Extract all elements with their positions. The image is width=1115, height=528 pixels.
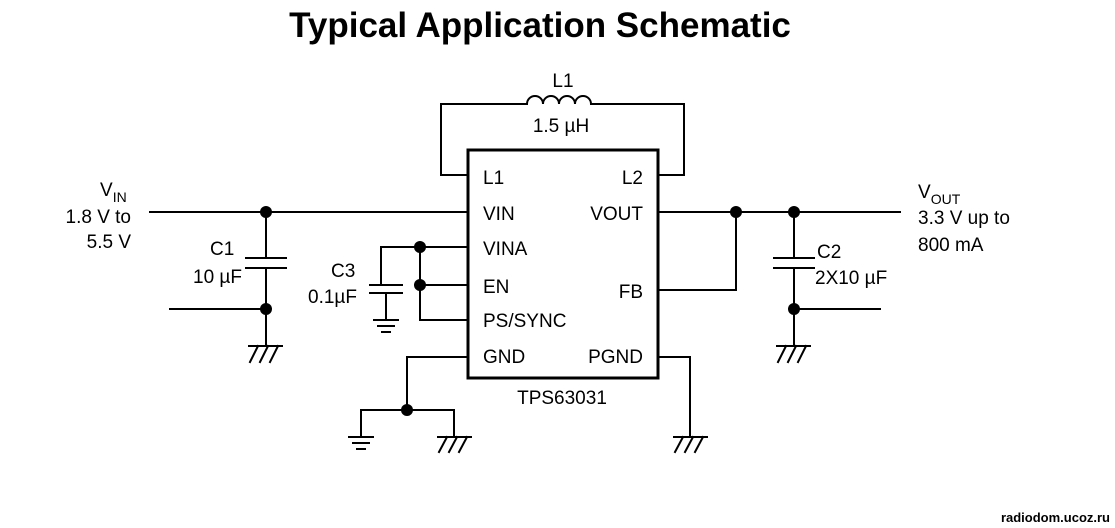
pin-label-gnd: GND <box>483 347 525 368</box>
gnd-junction <box>401 404 413 416</box>
pin-label-pgnd: PGND <box>588 347 643 368</box>
c2-value: 2X10 µF <box>815 268 887 289</box>
vout-symbol: V <box>918 182 931 203</box>
vin-subscript: IN <box>113 189 127 205</box>
inductor-ref: L1 <box>552 71 573 92</box>
watermark-background <box>990 506 1114 527</box>
c1-wire <box>169 211 287 346</box>
diagram-title: Typical Application Schematic <box>289 6 791 45</box>
signal-ground-icon <box>348 436 374 450</box>
vin-range-line2: 5.5 V <box>87 232 132 253</box>
chassis-ground-icon <box>248 344 283 364</box>
c2-ref: C2 <box>817 242 841 263</box>
c2-junction <box>788 303 800 315</box>
chassis-ground-icon <box>776 344 811 364</box>
pin-label-vin: VIN <box>483 204 515 225</box>
vin-label: VIN <box>100 180 127 205</box>
pin-label-l2: L2 <box>622 168 643 189</box>
c3-ref: C3 <box>331 261 355 282</box>
signal-ground-icon <box>373 319 399 333</box>
ic-body <box>466 148 660 380</box>
pgnd-wire <box>657 356 691 437</box>
c1-ref: C1 <box>210 239 234 260</box>
pin-label-vina: VINA <box>483 239 528 260</box>
vout-label: VOUT <box>918 182 961 207</box>
vina-wire <box>369 246 469 321</box>
inductor-wire <box>440 103 685 176</box>
inductor-coil <box>525 95 593 106</box>
pin-label-ps-sync: PS/SYNC <box>483 311 566 332</box>
pin-label-vout: VOUT <box>590 204 643 225</box>
en-junction <box>414 279 426 291</box>
c3-value: 0.1µF <box>308 287 357 308</box>
chassis-ground-icon <box>673 435 708 454</box>
pin-label-l1: L1 <box>483 168 504 189</box>
vin-symbol: V <box>100 180 113 201</box>
watermark-text: radiodom.ucoz.ru <box>1001 510 1110 525</box>
c1-value: 10 µF <box>193 267 242 288</box>
c2-wire <box>773 211 881 346</box>
inductor-value: 1.5 µH <box>533 116 589 137</box>
vin-range-line1: 1.8 V to <box>66 207 132 228</box>
vout-spec-line2: 800 mA <box>918 235 984 256</box>
pin-label-fb: FB <box>619 282 643 303</box>
pin-label-en: EN <box>483 277 509 298</box>
chassis-ground-icon <box>437 435 472 454</box>
c1-junction <box>260 303 272 315</box>
vina-junction <box>414 241 426 253</box>
fb-wire <box>657 211 737 291</box>
vout-spec-line1: 3.3 V up to <box>918 208 1010 229</box>
ic-part-number: TPS63031 <box>517 388 607 409</box>
vout-fb-junction <box>730 206 742 218</box>
vout-subscript: OUT <box>931 191 961 207</box>
gnd-wire <box>360 356 469 437</box>
